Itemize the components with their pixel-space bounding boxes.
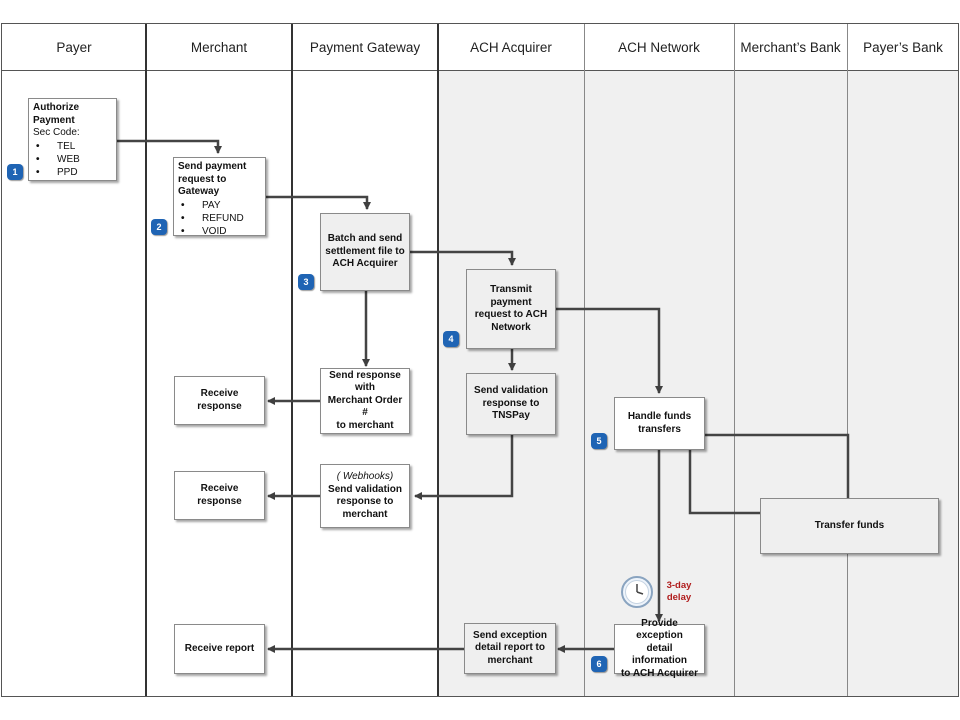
step-text-line: Receive response — [197, 483, 242, 507]
step-text-line: Receive response — [197, 388, 242, 412]
step-text-line: response to — [482, 397, 540, 409]
sec-code-item: PPD — [33, 166, 80, 179]
delay-line: delay — [666, 592, 692, 603]
clock-icon — [621, 576, 653, 608]
request-type-item: PAY — [178, 199, 244, 212]
step-text-line: with — [355, 382, 375, 394]
step-text-line: Merchant Order # — [327, 394, 403, 419]
delay-line: 3-day — [666, 580, 692, 591]
sec-code-item: TEL — [33, 140, 80, 153]
step-text-line: to merchant — [336, 419, 394, 431]
step-text-line: TNSPay — [492, 410, 530, 422]
step-badge-6: 6 — [591, 656, 607, 672]
lane-header-payment-gateway: Payment Gateway — [309, 39, 421, 55]
step-text-line: Send exception — [473, 629, 547, 641]
lane-header-ach-acquirer: ACH Acquirer — [470, 39, 552, 55]
step-title-line: Send payment — [178, 161, 247, 172]
step-title-line: Payment — [33, 114, 75, 126]
flow-arrow — [414, 434, 514, 500]
step-text-line: Transmit payment — [490, 284, 532, 308]
step-batch-settlement: Batch and send settlement file to ACH Ac… — [320, 213, 410, 291]
flow-arrow — [556, 307, 663, 394]
step-text-line: to ACH Acquirer — [620, 667, 699, 679]
flow-arrow — [266, 195, 371, 210]
step-handle-funds-transfers: Handle funds transfers — [614, 397, 705, 450]
step-badge-2: 2 — [151, 219, 167, 235]
step-receive-response: Receive response — [174, 376, 265, 425]
step-text-line: transfers — [638, 423, 681, 435]
sec-code-list: TEL WEB PPD — [33, 140, 80, 179]
flow-arrow — [410, 250, 516, 266]
step-authorize-payment: Authorize Payment Sec Code: TEL WEB PPD — [28, 98, 117, 181]
step-text-line: Transfer funds — [814, 519, 885, 531]
step-receive-report: Receive report — [174, 624, 265, 674]
step-webhook-send-validation: ( Webhooks) Send validation response to … — [320, 464, 410, 528]
step-text-line: Batch and send — [327, 233, 403, 245]
step-badge-1: 1 — [7, 164, 23, 180]
step-provide-exception-info: Provide exception detail information to … — [614, 618, 705, 679]
sec-code-label: Sec Code: — [33, 127, 80, 138]
step-transfer-funds: Transfer funds — [760, 498, 939, 554]
step-gateway-send-response: Send response with Merchant Order # to m… — [320, 368, 410, 434]
sec-code-item: WEB — [33, 153, 80, 166]
step-text-line: merchant — [342, 508, 388, 520]
step-text-line: settlement file to — [325, 245, 405, 257]
step-text-line: Receive report — [184, 642, 255, 654]
step-text-line: Send validation — [328, 483, 402, 495]
step-text-line: detail information — [632, 642, 687, 667]
webhooks-note: ( Webhooks) — [336, 471, 394, 482]
step-text-line: Handle funds — [627, 411, 692, 422]
step-send-exception-report: Send exception detail report to merchant — [464, 623, 556, 674]
delay-label: 3-day delay — [665, 580, 693, 604]
step-badge-4: 4 — [443, 331, 459, 347]
step-text-line: ACH Acquirer — [332, 258, 398, 270]
request-type-item: VOID — [178, 225, 244, 238]
step-transmit-payment-request: Transmit payment request to ACH Network — [466, 269, 556, 349]
step-receive-response: Receive response — [174, 471, 265, 520]
step-text-line: merchant — [487, 654, 533, 666]
step-text-line: response to — [336, 496, 394, 507]
step-text-line: request to ACH — [474, 309, 548, 320]
step-title-line: Authorize — [33, 102, 80, 113]
step-badge-5: 5 — [591, 433, 607, 449]
lane-header-payer: Payer — [56, 39, 92, 55]
request-type-list: PAY REFUND VOID — [178, 199, 244, 238]
request-type-item: REFUND — [178, 212, 244, 225]
lane-header-merchant: Merchant — [190, 39, 248, 55]
step-title-line: request to — [178, 173, 227, 185]
step-send-validation-tnspay: Send validation response to TNSPay — [466, 373, 556, 435]
step-text-line: Provide exception — [636, 617, 683, 642]
step-send-payment-request: Send payment request to Gateway PAY REFU… — [173, 157, 266, 238]
lane-header-payers-bank: Payer’s Bank — [863, 39, 943, 55]
step-text-line: Network — [491, 321, 531, 333]
step-text-line: detail report to — [474, 642, 545, 654]
step-text-line: Send response — [329, 369, 401, 381]
step-title-line: Gateway — [178, 186, 220, 197]
lane-header-merchants-bank: Merchant’s Bank — [740, 39, 841, 55]
step-text-line: Send validation — [474, 385, 548, 397]
swimlane-frame — [1, 23, 959, 697]
step-badge-3: 3 — [298, 274, 314, 290]
lane-header-ach-network: ACH Network — [618, 39, 700, 55]
